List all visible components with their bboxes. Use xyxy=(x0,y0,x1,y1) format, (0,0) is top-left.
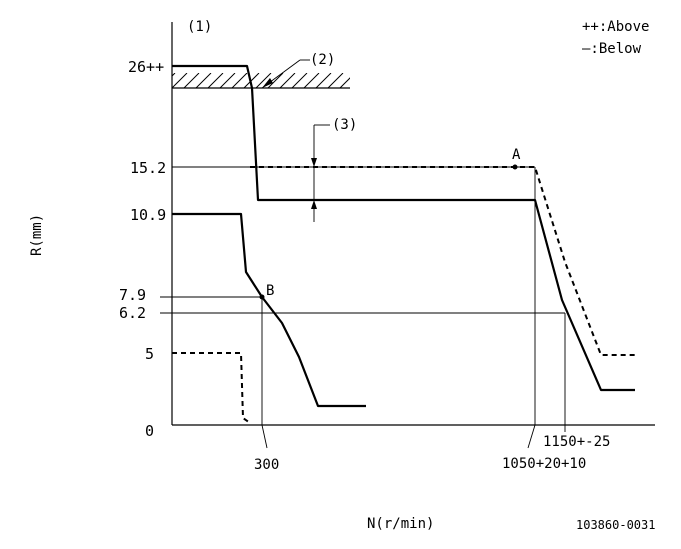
y-tick-5: 5 xyxy=(145,345,154,363)
x-axis-label: N(r/min) xyxy=(367,516,434,532)
y-tick-15-2: 15.2 xyxy=(130,159,166,177)
y-tick-10-9: 10.9 xyxy=(130,206,166,224)
leader-1050 xyxy=(527,424,536,449)
y-tick-7-9: 7.9 xyxy=(119,286,146,304)
marker-2: (2) xyxy=(310,52,335,68)
y-tick-0: 0 xyxy=(145,422,154,440)
marker-3: (3) xyxy=(332,117,357,133)
marker-1: (1) xyxy=(187,19,212,35)
curve-lower-solid xyxy=(172,212,366,408)
leader-300 xyxy=(261,424,268,449)
drawing-code: 103860-0031 xyxy=(576,518,655,532)
curve-lower-dashed xyxy=(172,352,251,424)
dim-arrow-top xyxy=(311,158,317,167)
point-a-label: A xyxy=(512,147,521,163)
x-tick-1050: 1050+20+10 xyxy=(502,456,586,472)
stop-hatch xyxy=(172,59,350,89)
point-b-marker xyxy=(259,294,265,300)
curve-full-load xyxy=(172,64,635,392)
legend-below: —:Below xyxy=(582,41,642,57)
axes xyxy=(171,22,655,426)
dim-arrow-bottom xyxy=(311,200,317,209)
point-b-label: B xyxy=(266,283,274,299)
y-axis-label: R(mm) xyxy=(29,214,45,256)
y-tick-26: 26++ xyxy=(128,58,164,76)
x-tick-300: 300 xyxy=(254,457,279,473)
point-a-marker xyxy=(512,164,518,170)
legend-above: ++:Above xyxy=(582,19,649,35)
y-tick-6-2: 6.2 xyxy=(119,304,146,322)
x-tick-1150: 1150+-25 xyxy=(543,434,610,450)
curve-above-dashed xyxy=(250,166,635,356)
